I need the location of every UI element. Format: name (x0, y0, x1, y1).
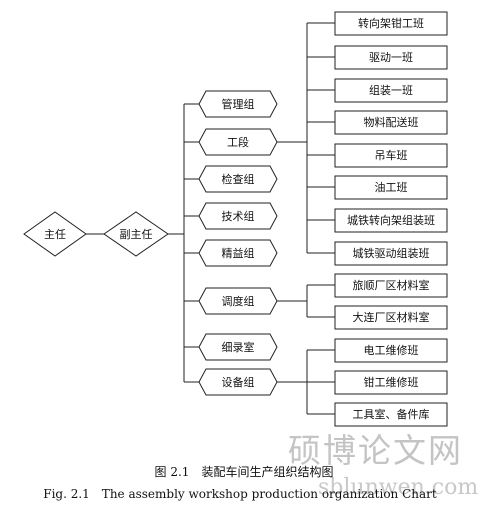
team-node-label: 转向架钳工班 (358, 16, 424, 30)
team-node-0: 转向架钳工班 (334, 11, 448, 36)
group-node-3: 技术组 (198, 202, 278, 230)
equipment-node-0: 电工维修班 (334, 338, 448, 363)
equipment-node-2: 工具室、备件库 (334, 402, 448, 427)
team-node-5: 油工班 (334, 175, 448, 200)
team-node-6: 城铁转向架组装班 (334, 208, 448, 233)
caption-en: Fig. 2.1 The assembly workshop productio… (43, 487, 437, 501)
node-deputy-label: 副主任 (120, 228, 153, 241)
watermark-cn: 硕博论文网 (288, 431, 463, 470)
team-node-label: 驱动一班 (369, 51, 413, 64)
dispatch-node-0: 旅顺厂区材料室 (334, 273, 448, 298)
group-node-0: 管理组 (198, 90, 278, 118)
dispatch-node-label: 大连厂区材料室 (353, 310, 430, 324)
node-root: 主任 (23, 211, 87, 257)
equipment-node-label: 工具室、备件库 (353, 407, 430, 421)
team-node-label: 物料配送班 (364, 115, 419, 129)
team-node-3: 物料配送班 (334, 110, 448, 135)
equipment-node-label: 钳工维修班 (364, 375, 419, 389)
group-node-2: 检查组 (198, 165, 278, 193)
team-node-2: 组装一班 (334, 78, 448, 103)
node-deputy: 副主任 (103, 211, 169, 257)
equipment-node-label: 电工维修班 (364, 343, 419, 357)
group-node-5: 调度组 (198, 287, 278, 315)
group-nodes: 管理组 工段 检查组 技术组 精益组 调度组 细录室 设备组 (198, 90, 278, 396)
group-node-label: 检查组 (222, 172, 255, 186)
group-node-label: 细录室 (222, 340, 255, 354)
dispatch-node-label: 旅顺厂区材料室 (353, 278, 430, 292)
node-root-label: 主任 (44, 228, 66, 241)
group-node-label: 管理组 (222, 97, 255, 111)
equipment-team-nodes: 电工维修班 钳工维修班 工具室、备件库 (334, 338, 448, 427)
group-node-label: 工段 (227, 135, 249, 149)
section-team-nodes: 转向架钳工班 驱动一班 组装一班 物料配送班 吊车班 油工班 城铁转向架组装班 (334, 11, 448, 266)
group-node-label: 精益组 (222, 246, 255, 260)
watermark-url: sblunwen.com (318, 475, 478, 500)
watermark: 硕博论文网 sblunwen.com (288, 431, 478, 500)
team-node-label: 城铁转向架组装班 (347, 213, 435, 227)
team-node-label: 城铁驱动组装班 (353, 246, 430, 260)
team-node-7: 城铁驱动组装班 (334, 241, 448, 266)
team-node-label: 油工班 (375, 180, 408, 194)
group-node-4: 精益组 (198, 239, 278, 267)
group-node-label: 技术组 (222, 209, 255, 223)
group-node-6: 细录室 (198, 333, 278, 361)
dispatch-node-1: 大连厂区材料室 (334, 305, 448, 330)
group-node-label: 调度组 (222, 294, 255, 308)
group-node-1: 工段 (198, 128, 278, 156)
team-node-4: 吊车班 (334, 143, 448, 168)
caption-cn: 图 2.1 装配车间生产组织结构图 (155, 464, 334, 479)
team-node-label: 组装一班 (369, 83, 413, 97)
team-node-1: 驱动一班 (334, 45, 448, 70)
team-node-label: 吊车班 (375, 148, 408, 162)
connectors (86, 22, 335, 415)
group-node-7: 设备组 (198, 368, 278, 396)
group-node-label: 设备组 (222, 375, 255, 389)
equipment-node-1: 钳工维修班 (334, 370, 448, 395)
dispatch-team-nodes: 旅顺厂区材料室 大连厂区材料室 (334, 273, 448, 330)
